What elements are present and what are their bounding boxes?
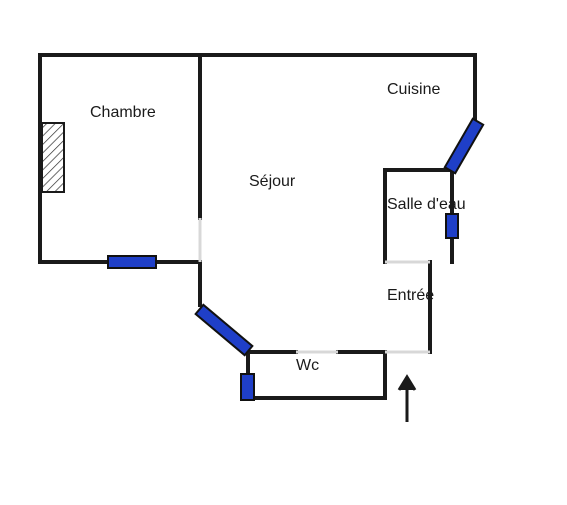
room-label-entree: Entrée bbox=[387, 287, 434, 304]
room-label-wc: Wc bbox=[296, 357, 319, 374]
chimney bbox=[41, 122, 65, 193]
window-salle-deau bbox=[445, 213, 459, 239]
window-chambre bbox=[107, 255, 157, 269]
room-label-cuisine: Cuisine bbox=[387, 81, 440, 98]
room-label-chambre: Chambre bbox=[90, 104, 156, 121]
entrance-arrow-icon bbox=[397, 374, 417, 422]
room-label-sejour: Séjour bbox=[249, 173, 296, 190]
window-sejour bbox=[194, 303, 254, 357]
window-wc bbox=[240, 373, 255, 401]
windows bbox=[107, 117, 485, 401]
window-cuisine bbox=[443, 117, 485, 175]
room-labels: Chambre Cuisine Séjour Salle d'eau Entré… bbox=[90, 81, 466, 374]
room-label-salle-deau: Salle d'eau bbox=[387, 196, 466, 213]
openings bbox=[198, 218, 430, 354]
walls bbox=[38, 53, 477, 400]
